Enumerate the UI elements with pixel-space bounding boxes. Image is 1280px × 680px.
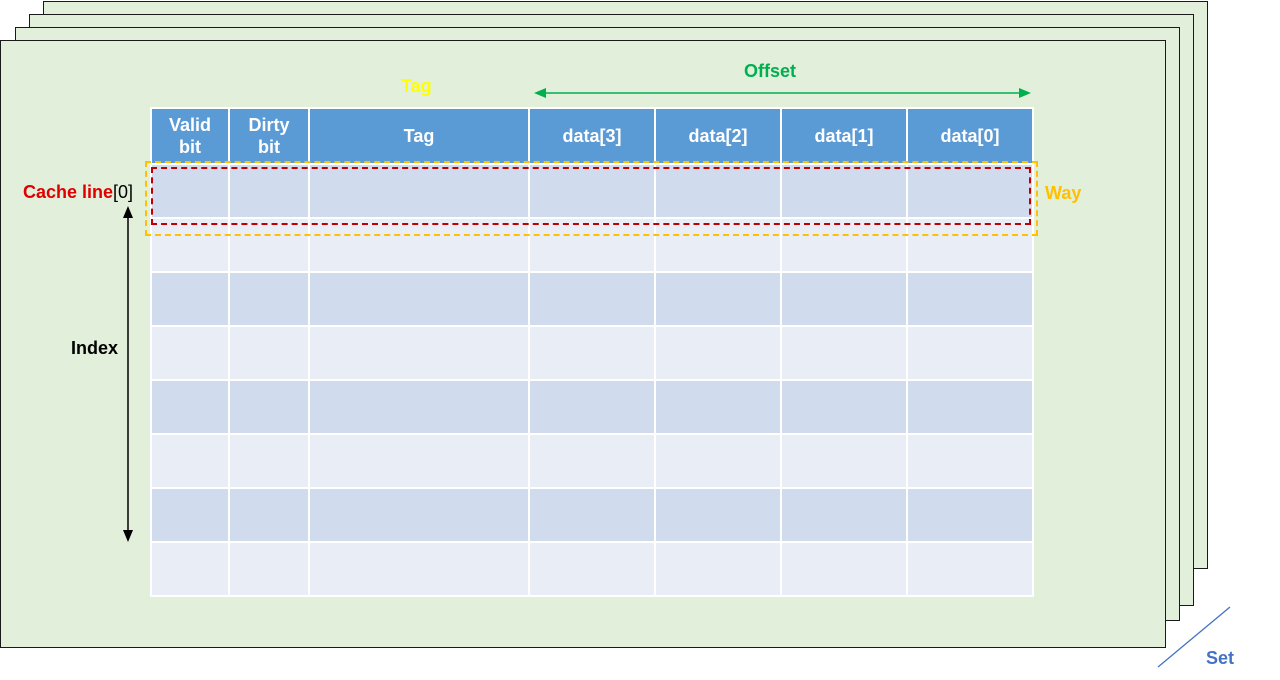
col-header-data-2: data[2]	[654, 107, 782, 165]
cache-cell	[654, 379, 782, 435]
cache-cell	[308, 541, 530, 597]
cache-line-row	[150, 325, 1034, 381]
cache-cell	[780, 379, 908, 435]
cache-cell	[528, 541, 656, 597]
cache-cell	[150, 271, 230, 327]
col-header-valid-bit: Valid bit	[150, 107, 230, 165]
cache-cell	[150, 379, 230, 435]
cache-line-highlight-box	[151, 167, 1031, 225]
cache-cell	[308, 163, 530, 219]
cache-cell	[150, 217, 230, 273]
cache-line-index: [0]	[113, 182, 134, 202]
cache-cell	[906, 541, 1034, 597]
cache-line-row	[150, 217, 1034, 273]
cache-cell	[906, 217, 1034, 273]
cache-cell	[308, 325, 530, 381]
cache-cell	[906, 379, 1034, 435]
cache-cell	[906, 163, 1034, 219]
cache-line-row	[150, 163, 1034, 219]
cache-cell	[780, 541, 908, 597]
cache-cell	[654, 541, 782, 597]
cache-cell	[308, 379, 530, 435]
way-highlight-box	[145, 161, 1038, 236]
cache-cell	[906, 487, 1034, 543]
set-line	[1157, 606, 1231, 668]
cache-cell	[228, 487, 310, 543]
cache-cell	[654, 217, 782, 273]
cache-line-row	[150, 487, 1034, 543]
cache-cell	[528, 433, 656, 489]
cache-cell	[528, 325, 656, 381]
index-arrow	[123, 206, 133, 542]
cache-cell	[906, 271, 1034, 327]
cache-line-label: Cache line[0]	[23, 182, 133, 203]
cache-cell	[228, 325, 310, 381]
offset-label: Offset	[744, 61, 797, 81]
cache-cell	[308, 433, 530, 489]
cache-cell	[228, 271, 310, 327]
cache-line-row	[150, 379, 1034, 435]
cache-cell	[528, 379, 656, 435]
cache-cell	[228, 217, 310, 273]
col-header-tag: Tag	[308, 107, 530, 165]
set-label: Set	[1206, 648, 1235, 668]
cache-cell	[528, 487, 656, 543]
cache-cell	[308, 217, 530, 273]
cache-cell	[528, 163, 656, 219]
cache-line-row	[150, 541, 1034, 597]
cache-cell	[228, 163, 310, 219]
cache-cell	[780, 487, 908, 543]
cache-cell	[528, 217, 656, 273]
cache-cell	[780, 325, 908, 381]
cache-cell	[654, 163, 782, 219]
header-row: Valid bit Dirty bit Tag data[3] data[2] …	[150, 107, 1034, 165]
cache-cell	[780, 163, 908, 219]
cache-cell	[654, 433, 782, 489]
col-header-dirty-bit: Dirty bit	[228, 107, 310, 165]
cache-rows	[150, 163, 1034, 597]
cache-cell	[528, 271, 656, 327]
cache-line-row	[150, 433, 1034, 489]
cache-cell	[150, 487, 230, 543]
cache-cell	[228, 541, 310, 597]
tag-top-label: Tag	[401, 76, 432, 96]
cache-table: Valid bit Dirty bit Tag data[3] data[2] …	[150, 107, 1034, 597]
col-header-data-0: data[0]	[906, 107, 1034, 165]
index-label: Index	[71, 338, 119, 358]
cache-cell	[228, 379, 310, 435]
cache-cell	[780, 271, 908, 327]
way-label: Way	[1045, 183, 1082, 203]
cache-cell	[654, 325, 782, 381]
cache-cell	[906, 325, 1034, 381]
cache-cell	[654, 271, 782, 327]
col-header-data-3: data[3]	[528, 107, 656, 165]
cache-cell	[780, 217, 908, 273]
cache-cell	[150, 541, 230, 597]
cache-cell	[654, 487, 782, 543]
offset-arrow	[534, 88, 1031, 98]
cache-cell	[150, 325, 230, 381]
cache-cell	[780, 433, 908, 489]
cache-cell	[308, 271, 530, 327]
cache-line-text: Cache line	[23, 182, 114, 202]
cache-cell	[228, 433, 310, 489]
cache-line-row	[150, 271, 1034, 327]
cache-cell	[150, 433, 230, 489]
cache-cell	[906, 433, 1034, 489]
cache-cell	[150, 163, 230, 219]
cache-cell	[308, 487, 530, 543]
col-header-data-1: data[1]	[780, 107, 908, 165]
